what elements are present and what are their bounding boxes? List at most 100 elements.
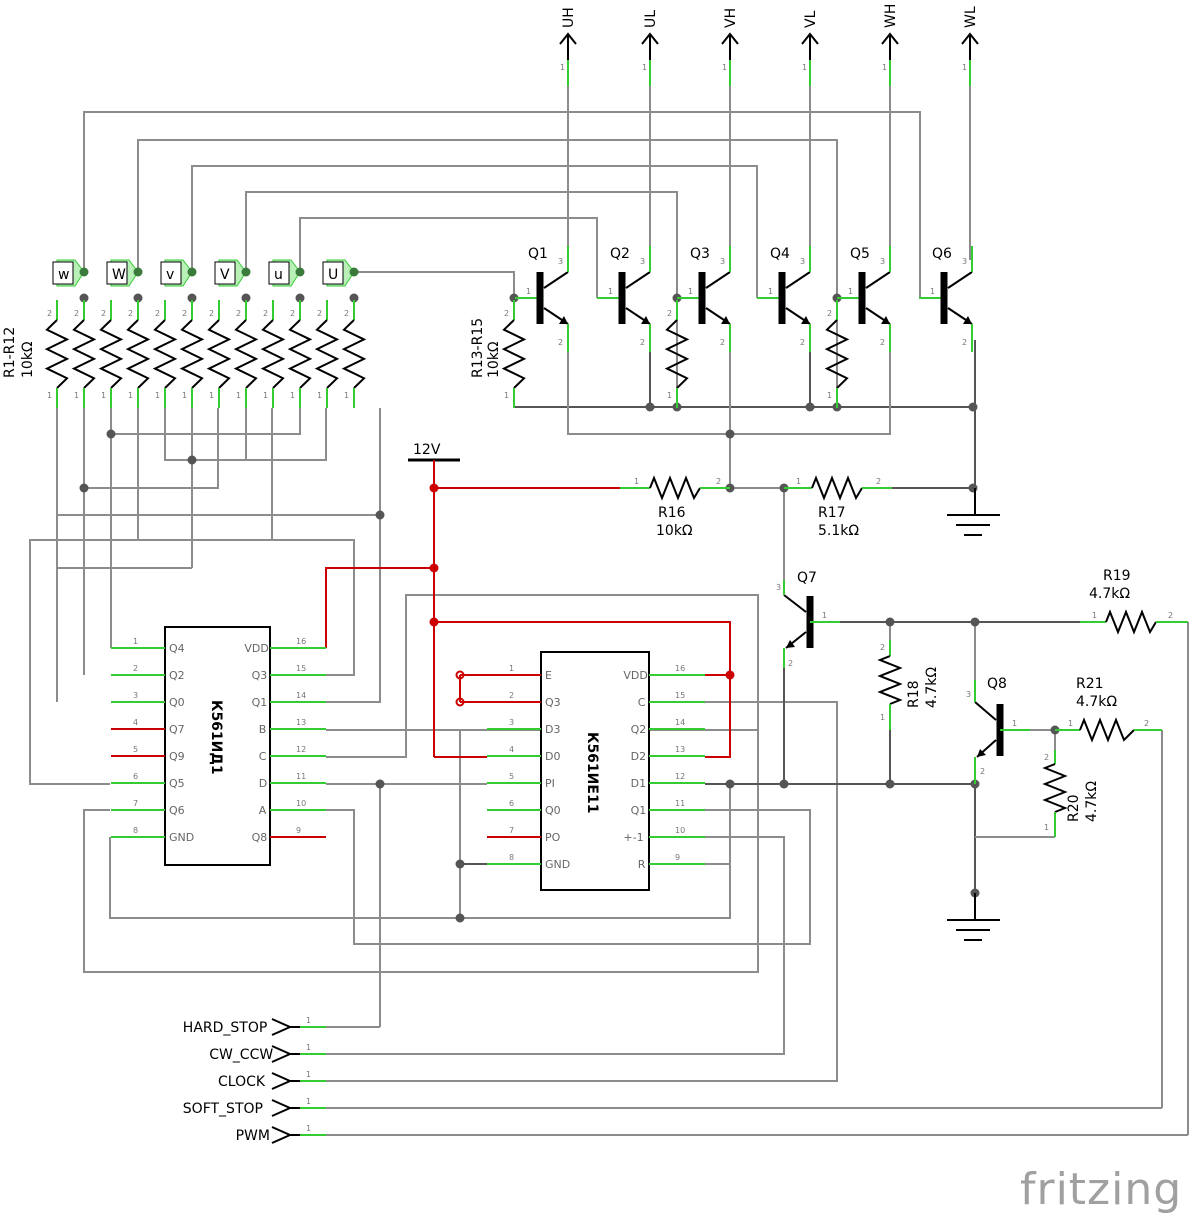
collector-pin-number: 3 bbox=[720, 257, 725, 266]
hall-tag-text: v bbox=[166, 267, 174, 283]
output-connector-uh: 1UH bbox=[559, 7, 577, 86]
q8-pin3: 3 bbox=[966, 690, 971, 699]
pin-name: Q7 bbox=[169, 723, 185, 736]
resistor-pin-number: 1 bbox=[290, 391, 295, 400]
ic2-right-pin-+-1: 10+-1 bbox=[623, 826, 705, 844]
ic2-pins: 1E2Q33D34D05PI6Q07PO8GND16VDD15C14Q213D2… bbox=[487, 664, 705, 871]
r13-r15-value: 10kΩ bbox=[486, 341, 502, 378]
pin-number: 7 bbox=[509, 826, 514, 835]
input-label: CW_CCW bbox=[209, 1047, 273, 1063]
r16-name: R16 bbox=[658, 505, 686, 521]
transistor-label: Q4 bbox=[770, 246, 790, 262]
pin-name: Q1 bbox=[631, 804, 647, 817]
resistor-10: 21 bbox=[287, 300, 313, 408]
resistor-pin-number: 2 bbox=[155, 309, 160, 318]
r17-name: R17 bbox=[818, 505, 846, 521]
pin-name: A bbox=[259, 804, 267, 817]
ic1-right-pin-b: 13B bbox=[259, 718, 326, 736]
r17-pin1: 1 bbox=[796, 477, 801, 486]
unconnected-pins bbox=[455, 670, 465, 707]
collector-pin-number: 3 bbox=[558, 257, 563, 266]
pin-number: 5 bbox=[509, 772, 514, 781]
ic2-left-pin-d0: 4D0 bbox=[487, 745, 560, 763]
pin-number: 10 bbox=[296, 799, 306, 808]
resistor-1: 21 bbox=[44, 300, 70, 408]
pin-name: D bbox=[259, 777, 267, 790]
resistor-3: 21 bbox=[98, 300, 124, 408]
pin-number: 15 bbox=[675, 691, 685, 700]
ic2-right-pin-r: 9R bbox=[638, 853, 705, 871]
connector-pin-number: 1 bbox=[802, 63, 807, 72]
pin-number: 1 bbox=[133, 637, 138, 646]
ic1-left-pin-q9: 5Q9 bbox=[111, 745, 185, 763]
pin-name: B bbox=[259, 723, 267, 736]
r16-value: 10kΩ bbox=[656, 523, 693, 539]
input-arrow-icon bbox=[271, 1072, 293, 1090]
resistor-zigzag bbox=[125, 319, 151, 389]
input-label: HARD_STOP bbox=[183, 1020, 268, 1036]
resistor-zigzag bbox=[233, 319, 259, 389]
r20-name: R20 bbox=[1066, 794, 1082, 822]
q8-pin1: 1 bbox=[1012, 719, 1017, 728]
collector-line bbox=[865, 271, 891, 289]
pin-number: 2 bbox=[509, 691, 514, 700]
pin-name: Q2 bbox=[631, 723, 647, 736]
hall-label-v: v bbox=[160, 259, 197, 287]
resistor-pin-number: 2 bbox=[101, 309, 106, 318]
resistor-pin-number: 2 bbox=[182, 309, 187, 318]
resistor-zigzag bbox=[664, 319, 690, 389]
pin-number: 6 bbox=[509, 799, 514, 808]
pin-name: Q3 bbox=[545, 696, 561, 709]
hall-tag-node bbox=[295, 267, 305, 277]
emitter-pin-number: 2 bbox=[640, 338, 645, 347]
q8-label: Q8 bbox=[987, 676, 1007, 692]
hall-label-V: V bbox=[214, 259, 251, 287]
pin-name: Q2 bbox=[169, 669, 185, 682]
resistor-pin-number: 1 bbox=[504, 391, 509, 400]
pin-name: C bbox=[638, 696, 646, 709]
r16-pin2: 2 bbox=[716, 477, 721, 486]
hall-tag-node bbox=[187, 267, 197, 277]
pin-number: 14 bbox=[675, 718, 685, 727]
pin-name: +-1 bbox=[623, 831, 643, 844]
collector-line bbox=[625, 271, 651, 289]
q8-pin2: 2 bbox=[980, 767, 985, 776]
resistor-2: 21 bbox=[71, 300, 97, 408]
pin-name: E bbox=[545, 669, 552, 682]
collector-pin-number: 3 bbox=[880, 257, 885, 266]
r20-pin1: 1 bbox=[1044, 823, 1049, 832]
pin-name: VDD bbox=[623, 669, 647, 682]
transistor-label: Q5 bbox=[850, 246, 870, 262]
resistor-zigzag bbox=[206, 319, 232, 389]
output-connector-wh: 1WH bbox=[881, 4, 899, 86]
collector-line bbox=[947, 271, 973, 289]
ic2-label: К561ИЕ11 bbox=[584, 732, 600, 813]
hall-label-W: W bbox=[106, 259, 143, 287]
output-connector-vh: 1VH bbox=[721, 8, 739, 86]
hall-tag-text: w bbox=[58, 267, 69, 283]
input-pin-number: 1 bbox=[306, 1016, 311, 1025]
ic-k561id1: К561ИД1 bbox=[164, 626, 271, 866]
ic-k561ie11: К561ИЕ11 bbox=[540, 651, 650, 891]
collector-line bbox=[785, 271, 811, 289]
pin-name: Q5 bbox=[169, 777, 185, 790]
r21-pin2: 2 bbox=[1144, 719, 1149, 728]
pin-name: PO bbox=[545, 831, 561, 844]
resistor-zigzag bbox=[314, 319, 340, 389]
resistor-r20: 2 1 bbox=[1042, 750, 1068, 837]
pin-name: Q9 bbox=[169, 750, 185, 763]
collector-line bbox=[543, 271, 569, 289]
r21-pin1: 1 bbox=[1068, 719, 1073, 728]
input-arrow-icon bbox=[271, 1045, 293, 1063]
pin-name: Q0 bbox=[545, 804, 561, 817]
pin-name: GND bbox=[169, 831, 194, 844]
emitter-pin-number: 2 bbox=[720, 338, 725, 347]
resistor-pin-number: 2 bbox=[667, 309, 672, 318]
supply-label: 12V bbox=[413, 442, 441, 458]
r19-pin2: 2 bbox=[1168, 611, 1173, 620]
ic1-left-pin-q0: 3Q0 bbox=[111, 691, 185, 709]
